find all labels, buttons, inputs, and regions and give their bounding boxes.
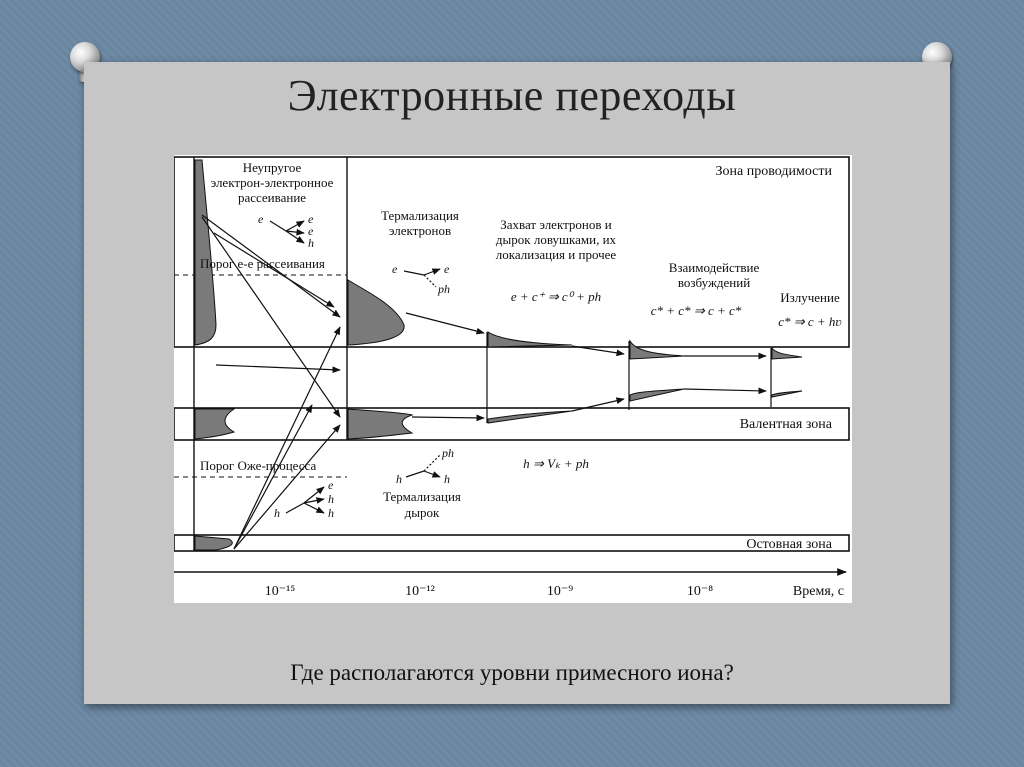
svg-text:h: h	[444, 472, 450, 486]
thermalized-electrons	[347, 279, 405, 346]
eph-out-ph	[423, 274, 437, 288]
reaction-interaction: c* + c* ⇒ c + c*	[651, 303, 742, 318]
svg-text:h: h	[308, 236, 314, 250]
arrow-auger-to-conduction	[233, 326, 341, 550]
svg-text:e: e	[328, 478, 334, 492]
svg-text:e: e	[444, 262, 450, 276]
label-inelastic-1: Неупругое	[243, 160, 302, 175]
arrow-holes-to-capture	[411, 414, 485, 422]
slide-question: Где располагаются уровни примесного иона…	[290, 660, 734, 685]
label-thermal-h-2: дырок	[405, 505, 440, 520]
arrow-thermal-to-capture	[405, 312, 485, 335]
core-band	[174, 534, 850, 552]
time-axis-label: Время, с	[793, 584, 844, 599]
time-tick-3: 10⁻⁹	[547, 584, 573, 599]
label-interaction-1: Взаимодействие	[669, 260, 760, 275]
label-thermal-e-2: электронов	[389, 223, 451, 238]
reaction-hole: h ⇒ Vₖ + ph	[523, 456, 589, 471]
core-hole-distribution	[194, 535, 233, 551]
valence-band-label: Валентная зона	[740, 417, 833, 432]
slide-title: Электронные переходы	[287, 71, 737, 120]
eph-out-e	[423, 268, 441, 276]
initial-electron-distribution	[194, 159, 217, 346]
captured-electrons	[487, 331, 573, 348]
captured-holes	[487, 410, 573, 424]
eph-incoming	[403, 270, 425, 276]
conduction-band-label: Зона проводимости	[716, 164, 833, 179]
svg-text:e: e	[308, 224, 314, 238]
auger-out-e	[303, 486, 325, 504]
svg-text:h: h	[328, 506, 334, 520]
arrow-scatter-1	[213, 232, 335, 308]
ee-out-h	[285, 230, 305, 244]
label-emission: Излучение	[780, 290, 840, 305]
svg-text:e: e	[392, 262, 398, 276]
arrow-auger-to-valence	[233, 424, 341, 550]
reaction-capture: e + c⁺ ⇒ c⁰ + ph	[511, 289, 601, 304]
arrow-interaction-to-emission-low	[683, 387, 767, 395]
time-tick-4: 10⁻⁸	[687, 584, 713, 599]
hph-incoming	[405, 470, 425, 478]
auger-incoming	[285, 502, 305, 514]
ee-out-e1	[285, 220, 305, 232]
time-tick-2: 10⁻¹²	[405, 584, 435, 599]
valence-band	[174, 407, 850, 441]
label-capture-3: локализация и прочее	[496, 247, 617, 262]
svg-text:e: e	[258, 212, 264, 226]
diagram-background	[174, 155, 852, 603]
thermalized-holes	[347, 408, 414, 440]
ee-out-e2	[285, 228, 305, 236]
label-capture-2: дырок ловушками, их	[496, 232, 617, 247]
arrow-band-gap	[215, 364, 341, 374]
emission-lower	[771, 390, 803, 398]
arrow-electron-to-valence	[201, 216, 341, 418]
initial-hole-distribution	[194, 408, 236, 440]
auger-out-h1	[303, 497, 325, 504]
svg-text:h: h	[396, 472, 402, 486]
svg-text:h: h	[328, 492, 334, 506]
time-tick-1: 10⁻¹⁵	[265, 584, 296, 599]
arrow-capture-holes	[571, 397, 625, 412]
svg-text:h: h	[274, 506, 280, 520]
core-band-label: Остовная зона	[746, 537, 832, 552]
auger-threshold-label: Порог Оже-процесса	[200, 458, 316, 473]
ee-threshold-label: Порог е-е рассеивания	[200, 256, 325, 271]
ee-incoming	[269, 220, 287, 232]
label-thermal-e-1: Термализация	[381, 208, 459, 223]
conduction-band	[174, 156, 850, 348]
label-inelastic-2: электрон-электронное	[211, 175, 334, 190]
svg-text:ph: ph	[437, 282, 450, 296]
emission-upper	[771, 346, 803, 360]
label-interaction-2: возбуждений	[678, 275, 750, 290]
arrow-electron-to-thermal	[201, 214, 341, 318]
auger-out-h2	[303, 502, 325, 514]
label-inelastic-3: рассеивание	[238, 190, 306, 205]
hph-out-h	[423, 470, 441, 478]
label-capture-1: Захват электронов и	[500, 217, 612, 232]
svg-text:ph: ph	[441, 446, 454, 460]
svg-text:e: e	[308, 212, 314, 226]
arrow-auger-3	[233, 404, 313, 550]
arrow-capture-to-interaction	[571, 345, 625, 357]
reaction-emission: c* ⇒ c + hʋ	[778, 314, 842, 329]
label-thermal-h-1: Термализация	[383, 489, 461, 504]
